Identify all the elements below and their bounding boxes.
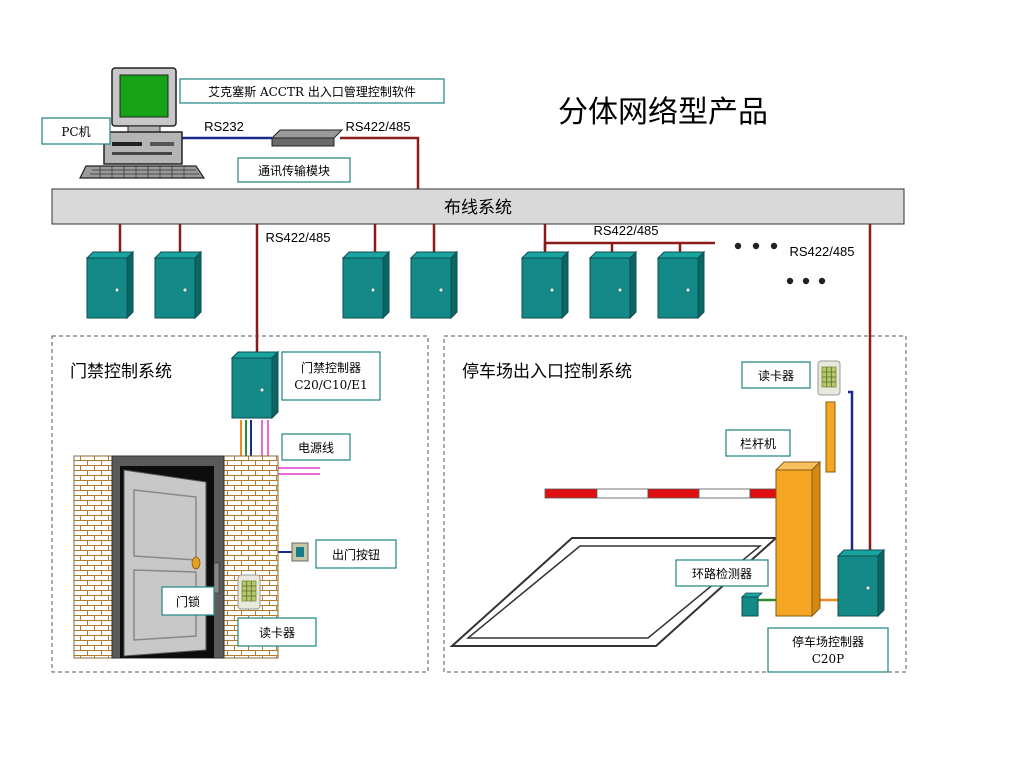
power-label-box: 电源线 xyxy=(281,433,351,461)
rs485-branch-wire xyxy=(543,241,715,250)
access-controller-label-1: 门禁控制器 xyxy=(301,360,361,375)
parking-controller-label-2: C20P xyxy=(812,652,845,666)
parking-controller-label-1: 停车场控制器 xyxy=(792,634,864,649)
power-label: 电源线 xyxy=(298,441,334,455)
rs-right-label: RS422/485 xyxy=(789,244,854,259)
rs-left-label: RS422/485 xyxy=(265,230,330,245)
ground-loop-icon xyxy=(449,537,779,647)
rs-top-label: RS422/485 xyxy=(345,119,410,134)
cabinet-7-icon xyxy=(657,251,705,319)
loop-detector-icon xyxy=(741,592,763,617)
access-control-section: 门禁控制系统 门禁控制器 C20/C10/E1 电源线 xyxy=(51,335,429,673)
barrier-label: 栏杆机 xyxy=(740,436,776,451)
barrier-arm-icon xyxy=(544,488,803,499)
controller-cabinets-row xyxy=(86,251,705,319)
parking-card-reader-icon xyxy=(817,360,841,396)
ellipsis-dots-top xyxy=(734,242,778,250)
parking-reader-label-box: 读卡器 xyxy=(741,361,811,389)
exit-button-label: 出门按钮 xyxy=(332,547,380,562)
rs232-label: RS232 xyxy=(204,119,244,134)
module-to-bus-wire xyxy=(340,136,420,189)
parking-section-title: 停车场出入口控制系统 xyxy=(462,362,632,382)
page-title: 分体网络型产品 xyxy=(558,95,768,130)
access-reader-label-box: 读卡器 xyxy=(237,617,317,647)
barrier-label-box: 栏杆机 xyxy=(725,429,791,457)
access-reader-label: 读卡器 xyxy=(259,626,295,640)
pc-label: PC机 xyxy=(61,125,90,139)
module-label-box: 通讯传输模块 xyxy=(237,157,351,183)
access-controller-icon xyxy=(231,351,279,419)
access-controller-label-2: C20/C10/E1 xyxy=(294,378,367,392)
barrier-machine-icon xyxy=(774,460,822,618)
access-card-reader-icon xyxy=(237,574,261,610)
parking-controller-label-box: 停车场控制器 C20P xyxy=(767,627,889,673)
cabinet-3-icon xyxy=(342,251,390,319)
parking-control-section: 停车场出入口控制系统 读卡器 栏杆机 xyxy=(443,335,907,673)
bus-label: 布线系统 xyxy=(444,198,512,218)
lock-label-box: 门锁 xyxy=(161,586,215,616)
pc-label-box: PC机 xyxy=(41,117,111,145)
transmission-module-icon xyxy=(270,129,344,147)
exit-button-label-box: 出门按钮 xyxy=(315,539,397,569)
cabinet-4-icon xyxy=(410,251,458,319)
exit-button-icon xyxy=(291,542,309,562)
pc-computer-icon xyxy=(79,67,206,179)
software-label: 艾克塞斯 ACCTR 出入口管理控制软件 xyxy=(208,84,416,99)
loop-detector-label-box: 环路检测器 xyxy=(675,559,769,587)
cabinet-6-icon xyxy=(589,251,637,319)
parking-reader-wire xyxy=(848,390,854,553)
parking-controller-icon xyxy=(837,549,885,617)
cabinet-1-icon xyxy=(86,251,134,319)
lock-label: 门锁 xyxy=(176,594,200,609)
access-section-title: 门禁控制系统 xyxy=(70,362,172,382)
cabinet-5-icon xyxy=(521,251,569,319)
ellipsis-dots-bottom xyxy=(786,277,826,285)
loop-detector-label: 环路检测器 xyxy=(692,566,752,581)
cabling-system-bar: 布线系统 xyxy=(51,188,905,225)
rs-mid-label: RS422/485 xyxy=(593,223,658,238)
module-label: 通讯传输模块 xyxy=(258,163,330,178)
reader-post-icon xyxy=(825,401,836,473)
access-controller-label-box: 门禁控制器 C20/C10/E1 xyxy=(281,351,381,401)
software-label-box: 艾克塞斯 ACCTR 出入口管理控制软件 xyxy=(179,78,445,104)
cabinet-2-icon xyxy=(154,251,202,319)
parking-reader-label: 读卡器 xyxy=(758,369,794,383)
